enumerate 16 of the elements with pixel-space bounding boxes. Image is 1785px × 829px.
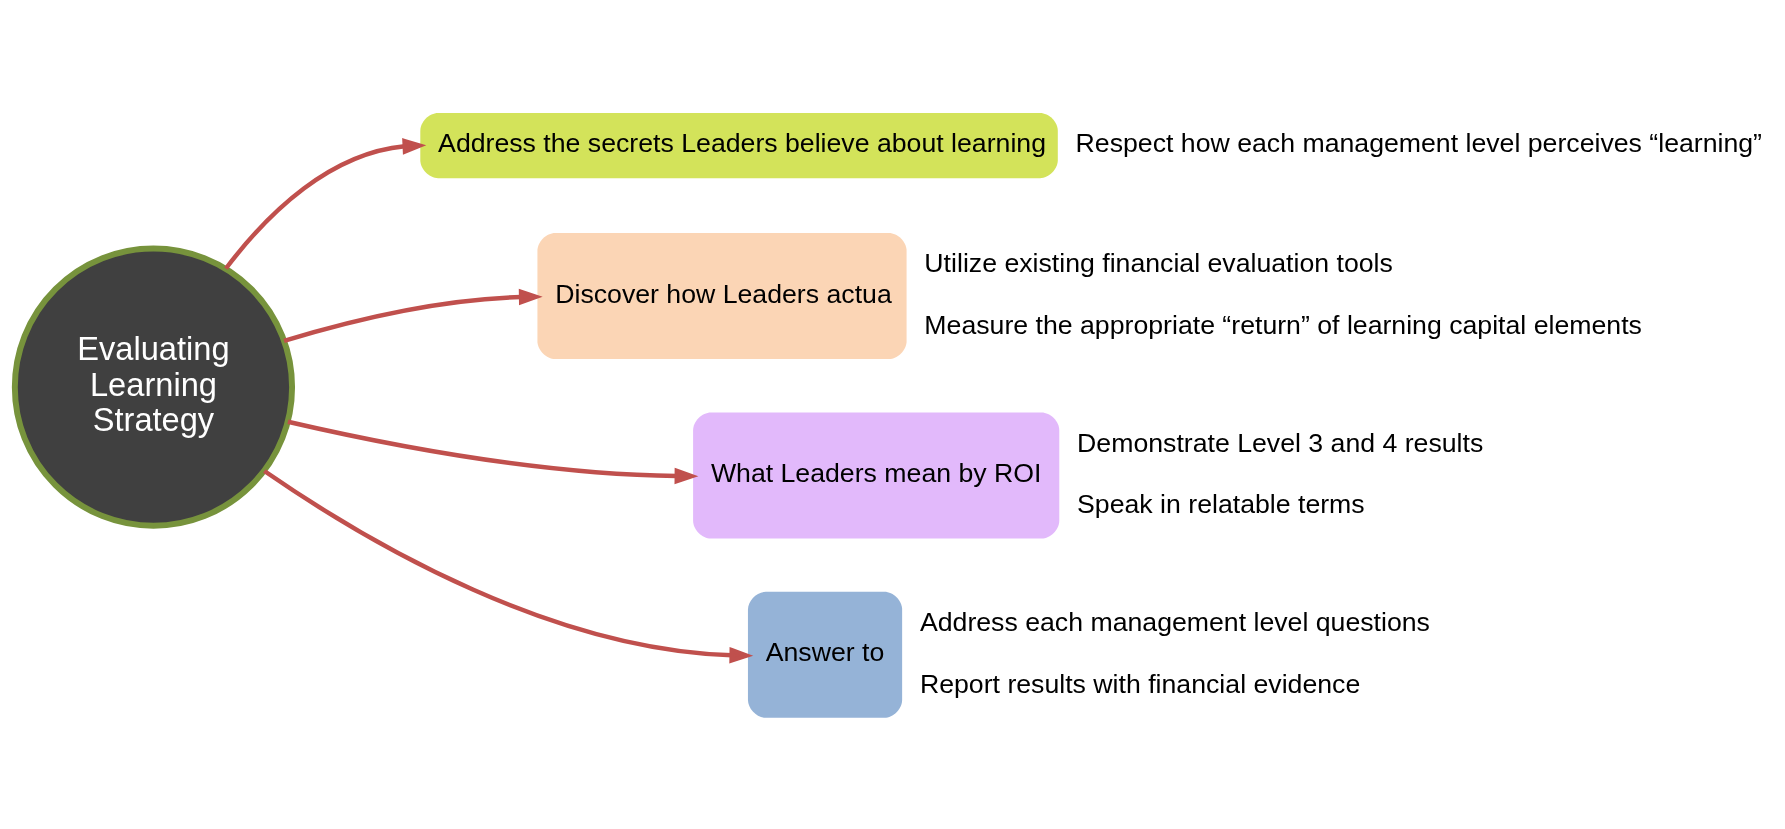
node-label: Measure the appropriate “return” of learning capital elements — [924, 309, 1642, 340]
node-label: Report results with financial evidence — [919, 668, 1361, 699]
arrow — [287, 419, 699, 484]
node-label: Utilize existing financial evaluation tools — [924, 247, 1393, 278]
node-box: What Leaders mean by ROI — [693, 411, 1060, 538]
node-label: Speak in relatable terms — [1077, 488, 1365, 519]
arrow — [263, 468, 754, 664]
node-box: Answer to — [747, 591, 903, 718]
node-label: Respect how each management level perceives “learning” — [1075, 127, 1763, 158]
node-circle: Evaluating Learning Strategy — [11, 245, 296, 529]
arrow — [224, 137, 427, 270]
node-label: Address each management level questions — [919, 606, 1430, 637]
node-box: Address the secrets Leaders believe about learning — [420, 112, 1058, 178]
arrow — [283, 288, 543, 343]
node-box: Discover how Leaders actua — [537, 232, 907, 359]
node-label: Demonstrate Level 3 and 4 results — [1077, 427, 1484, 458]
